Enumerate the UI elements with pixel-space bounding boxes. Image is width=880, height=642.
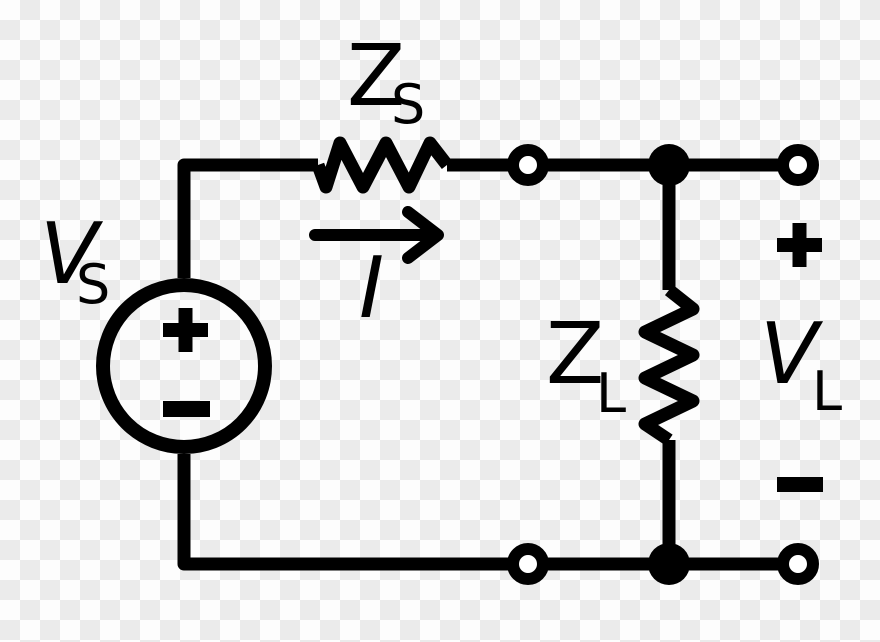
label-load-voltage-sub: L bbox=[812, 360, 842, 423]
junction-dot-top bbox=[648, 144, 690, 186]
voltage-source-circle bbox=[96, 278, 272, 454]
wire-top-left bbox=[177, 158, 318, 278]
label-load-impedance-sub: L bbox=[596, 362, 626, 425]
junction-dot-bottom bbox=[648, 543, 690, 585]
label-source-voltage-sub: S bbox=[76, 253, 110, 316]
port-plus-icon bbox=[777, 223, 822, 267]
port-minus-icon bbox=[777, 477, 823, 492]
terminal-top-mid bbox=[507, 144, 549, 186]
label-series-impedance: Z bbox=[347, 27, 405, 126]
wire-bottom bbox=[177, 454, 798, 571]
label-load-voltage: V bbox=[760, 305, 824, 404]
label-source-voltage: V bbox=[40, 205, 104, 304]
source-plus-icon bbox=[163, 308, 208, 352]
load-resistor-zigzag bbox=[638, 284, 700, 446]
terminal-top-right bbox=[777, 144, 819, 186]
label-load-impedance: Z bbox=[546, 305, 604, 404]
terminal-bottom-right bbox=[777, 543, 819, 585]
label-current: I bbox=[359, 239, 384, 338]
terminal-bottom-mid bbox=[507, 543, 549, 585]
series-resistor-zigzag bbox=[311, 136, 453, 194]
current-arrow-icon bbox=[309, 206, 444, 264]
source-minus-icon bbox=[163, 401, 210, 417]
label-series-impedance-sub: S bbox=[391, 73, 425, 136]
